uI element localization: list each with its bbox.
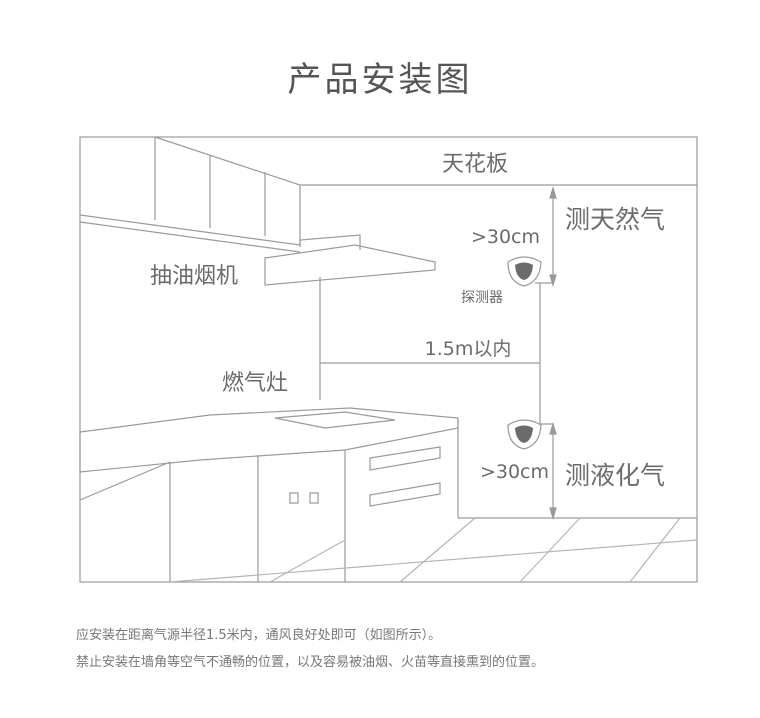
diagram-frame — [79, 136, 698, 583]
natural-gas-label: 测天然气 — [565, 205, 665, 234]
range-hood-label: 抽油烟机 — [150, 264, 238, 289]
bottom-gap-label: >30cm — [480, 461, 549, 483]
detector-label: 探测器 — [461, 290, 503, 306]
upper-cabinets — [79, 136, 301, 253]
install-note-2: 禁止安装在墙角等空气不通畅的位置，以及容易被油烟、火苗等直接熏到的位置。 — [76, 655, 545, 670]
page-title: 产品安装图 — [287, 60, 473, 100]
range-hood-drawing — [264, 234, 540, 400]
distance-range-label: 1.5m以内 — [425, 338, 512, 360]
top-gap-label: >30cm — [471, 226, 540, 248]
install-note-1: 应安装在距离气源半径1.5米内，通风良好处即可（如图所示）。 — [76, 628, 442, 643]
detector-bottom-icon — [507, 419, 542, 450]
floor-tiles — [169, 517, 698, 583]
ceiling-label: 天花板 — [442, 152, 508, 177]
detector-top-icon — [507, 256, 542, 287]
gas-stove-label: 燃气灶 — [222, 371, 288, 396]
measurement-lines — [535, 185, 557, 521]
lpg-label: 测液化气 — [565, 461, 665, 490]
stove-counter — [79, 407, 459, 582]
